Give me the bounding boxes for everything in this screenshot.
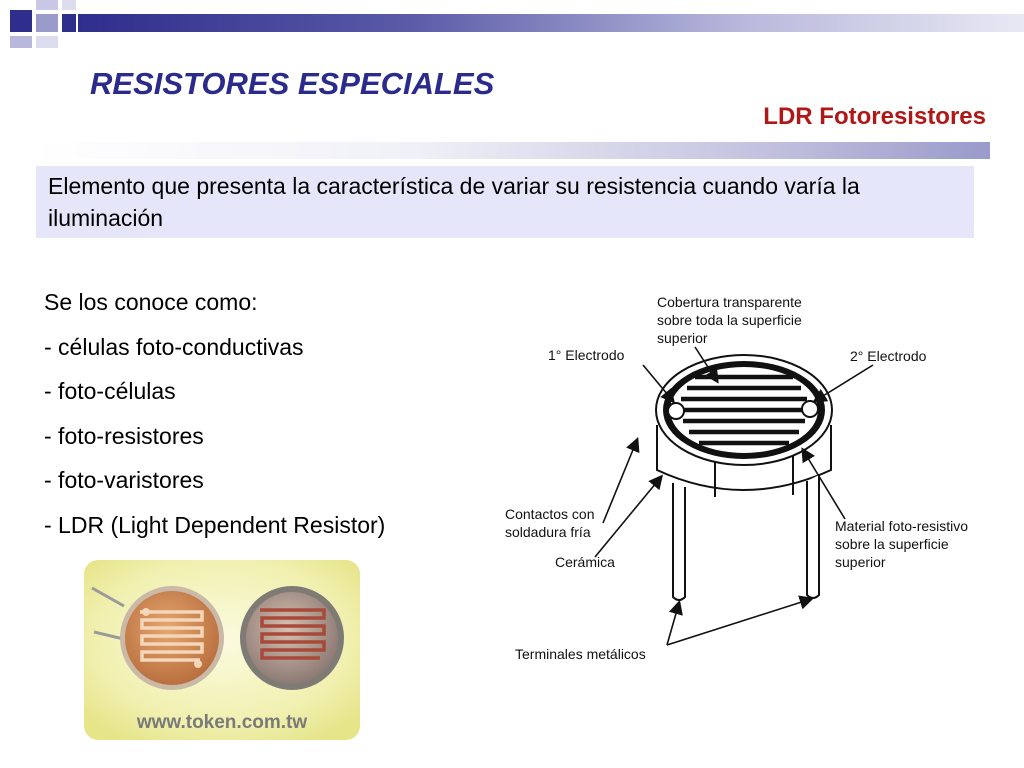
names-list: Se los conoce como: - células foto-condu… (44, 284, 484, 551)
label-electrode-1: 1° Electrodo (548, 347, 625, 363)
slide-subtitle: LDR Fotoresistores (763, 103, 986, 130)
label-contacts: Contactos con (505, 506, 595, 522)
label-contacts: soldadura fría (505, 524, 591, 540)
corner-square-7 (62, 14, 76, 32)
label-cover: superior (657, 330, 708, 346)
definition-box: Elemento que presenta la característica … (36, 166, 974, 238)
label-material: sobre la superficie (835, 536, 949, 552)
top-gradient-bar (78, 14, 1024, 32)
electrode-pad-left (667, 402, 685, 420)
ldr-lead (91, 586, 125, 608)
label-material: superior (835, 554, 886, 570)
corner-square-3 (62, 0, 76, 10)
list-item: - foto-resistores (44, 422, 204, 449)
ldr-photo: www.token.com.tw (84, 560, 360, 740)
label-terminals: Terminales metálicos (515, 646, 646, 662)
label-cover: Cobertura transparente (657, 294, 802, 310)
photo-watermark: www.token.com.tw (136, 712, 308, 733)
list-item: - LDR (Light Dependent Resistor) (44, 511, 386, 538)
label-cover: sobre toda la superficie (657, 312, 802, 328)
ldr-terminals (672, 475, 820, 601)
slide-title: RESISTORES ESPECIALES (90, 66, 495, 101)
corner-square-6 (36, 36, 58, 48)
corner-square-2 (36, 0, 58, 10)
label-ceramic: Cerámica (555, 554, 615, 570)
list-item: - células foto-conductivas (44, 333, 304, 360)
ldr-diagram: Cobertura transparente sobre toda la sup… (505, 294, 968, 662)
ldr-disk-left (120, 586, 224, 690)
divider-gradient-bar (34, 142, 990, 159)
corner-square-4 (36, 14, 58, 32)
label-electrode-2: 2° Electrodo (850, 348, 927, 364)
diagram-arrows (594, 346, 874, 646)
list-item: - foto-varistores (44, 467, 204, 493)
label-material: Material foto-resistivo (835, 518, 968, 534)
ldr-track (681, 374, 807, 446)
corner-square-5 (10, 36, 32, 48)
definition-text: Elemento que presenta la característica … (48, 173, 860, 231)
ldr-disk-right (240, 586, 344, 690)
list-item: - foto-células (44, 378, 176, 404)
electrode-pad-right (801, 400, 819, 418)
corner-square-1 (10, 10, 32, 32)
list-intro: Se los conoce como: (44, 289, 258, 315)
